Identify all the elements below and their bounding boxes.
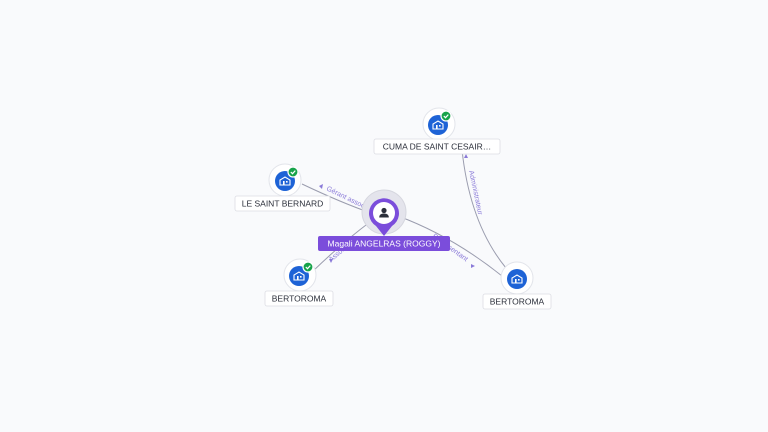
edge-person-bertoroma-right	[397, 215, 503, 277]
company-label-bertoroma-left: BERTOROMA	[272, 294, 327, 304]
edge-arrow-icon	[329, 259, 333, 263]
edge-arrow-icon	[319, 184, 323, 189]
company-node-cuma-de-saint-cesair[interactable]: CUMA DE SAINT CESAIR…	[373, 107, 501, 155]
company-node-bertoroma-left[interactable]: BERTOROMA	[264, 258, 334, 307]
company-label-le-saint-bernard: LE SAINT BERNARD	[242, 199, 324, 209]
edges	[301, 149, 507, 277]
edge-arrow-icon	[471, 264, 475, 268]
edge-cuma-bertoroma-right	[461, 149, 507, 269]
building-icon	[279, 176, 291, 186]
edge-arrow-icon	[464, 154, 468, 158]
company-label-cuma-de-saint-cesair: CUMA DE SAINT CESAIR…	[383, 142, 491, 152]
person-node[interactable]: Magali ANGELRAS (ROGGY)	[318, 189, 450, 251]
person-icon	[379, 207, 389, 218]
company-node-le-saint-bernard[interactable]: LE SAINT BERNARD	[234, 163, 331, 212]
company-node-bertoroma-right[interactable]: BERTOROMA	[482, 261, 552, 310]
building-icon	[511, 274, 523, 284]
verified-badge-icon	[440, 110, 452, 122]
verified-badge-icon	[302, 261, 314, 273]
person-name-label: Magali ANGELRAS (ROGGY)	[328, 239, 441, 249]
verified-badge-icon	[287, 166, 299, 178]
building-icon	[293, 271, 305, 281]
company-label-bertoroma-right: BERTOROMA	[490, 297, 545, 307]
building-icon	[432, 120, 444, 130]
